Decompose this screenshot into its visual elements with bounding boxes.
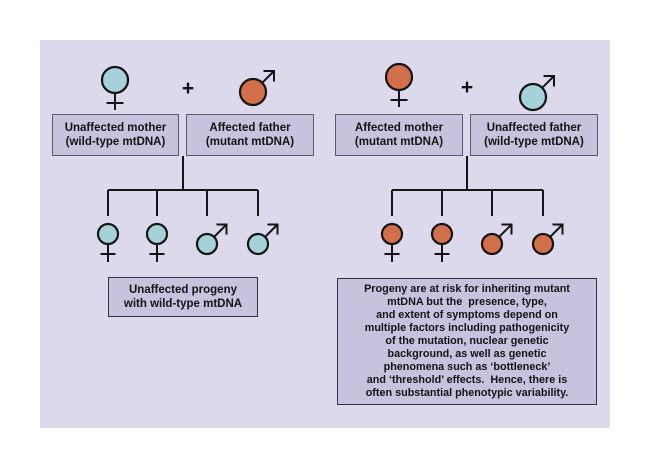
female-icon: [380, 222, 404, 262]
parent-name: Unaffected mother: [64, 122, 167, 134]
female-icon: [96, 222, 120, 262]
note-line: multiple factors including pathogenicity: [364, 321, 570, 334]
parent-genotype: (mutant mtDNA): [354, 136, 444, 148]
plus-icon: +: [181, 77, 195, 100]
note-line: Progeny are at risk for inheriting mutan…: [364, 282, 570, 295]
male-icon: [531, 223, 564, 256]
pedigree-graphics: [96, 62, 564, 262]
plus-icon: +: [460, 76, 474, 99]
male-icon: [480, 223, 513, 256]
left-mother-label-box: Unaffected mother (wild-type mtDNA): [52, 114, 179, 156]
left-progeny-note-box: Unaffected progeny with wild-type mtDNA: [108, 277, 258, 317]
pedigree-panel: + + Unaffected mother (wild-type mtDNA) …: [40, 40, 610, 428]
note-line: of the mutation, nuclear genetic: [385, 334, 549, 347]
male-icon: [246, 223, 279, 256]
note-line: with wild-type mtDNA: [123, 298, 243, 310]
note-line: often substantial phenotypic variability…: [365, 387, 569, 400]
female-icon: [100, 65, 130, 110]
note-line: phenomena such as ‘bottleneck’: [383, 361, 551, 374]
female-icon: [430, 222, 454, 262]
parent-genotype: (mutant mtDNA): [205, 136, 295, 148]
note-line: Unaffected progeny: [129, 283, 237, 296]
right-progeny-note-box: Progeny are at risk for inheriting mutan…: [337, 278, 597, 405]
parent-name: Unaffected father: [486, 122, 582, 134]
male-icon: [195, 223, 228, 256]
note-line: and extent of symptoms depend on: [376, 308, 558, 321]
male-icon: [518, 75, 555, 112]
left-father-label-box: Affected father (mutant mtDNA): [186, 114, 314, 156]
right-mother-label-box: Affected mother (mutant mtDNA): [335, 114, 463, 156]
right-father-label-box: Unaffected father (wild-type mtDNA): [470, 114, 598, 156]
note-line: background, as well as genetic: [387, 348, 547, 361]
left-connector-lines: [107, 156, 259, 216]
note-line: and ‘threshold’ effects. Hence, there is: [366, 374, 568, 387]
female-icon: [384, 62, 414, 107]
parent-genotype: (wild-type mtDNA): [65, 136, 166, 148]
parent-name: Affected father: [209, 122, 291, 134]
male-icon: [238, 70, 275, 107]
right-connector-lines: [391, 156, 544, 216]
parent-name: Affected mother: [354, 122, 444, 134]
parent-genotype: (wild-type mtDNA): [484, 136, 584, 148]
female-icon: [145, 222, 169, 262]
note-line: mtDNA but the presence, type,: [387, 295, 547, 308]
